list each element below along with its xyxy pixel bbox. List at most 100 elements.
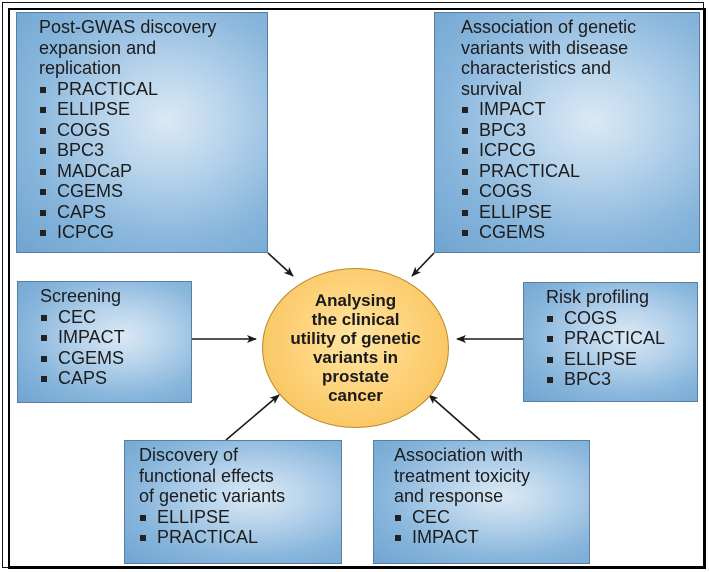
list-item: PRACTICAL: [461, 161, 689, 182]
item-label: PRACTICAL: [157, 527, 259, 547]
study-list: CEC IMPACT: [394, 507, 579, 548]
list-item: BPC3: [39, 140, 257, 161]
bullet-icon: [462, 107, 468, 113]
title-line: survival: [461, 78, 523, 99]
list-item: ELLIPSE: [461, 202, 689, 223]
center-line: utility of genetic: [290, 329, 421, 348]
title-line: Screening: [40, 286, 122, 306]
box-title: Association with treatment toxicity and …: [394, 445, 579, 507]
bullet-icon: [395, 535, 401, 541]
bullet-icon: [41, 314, 47, 321]
item-label: CEC: [412, 506, 451, 527]
list-item: PRACTICAL: [546, 328, 693, 349]
inner-frame: [8, 8, 706, 569]
list-item: IMPACT: [40, 327, 181, 348]
item-label: ELLIPSE: [57, 99, 131, 119]
title-line: variants with disease: [461, 37, 629, 58]
item-label: IMPACT: [58, 327, 125, 347]
item-label: CAPS: [57, 201, 107, 222]
center-label: Analysing the clinical utility of geneti…: [266, 291, 446, 405]
item-label: PRACTICAL: [564, 328, 666, 348]
item-label: ICPCG: [479, 140, 537, 160]
box-title: Association of genetic variants with dis…: [461, 17, 689, 99]
bullet-icon: [462, 230, 468, 236]
bullet-icon: [41, 376, 47, 382]
item-label: MADCaP: [57, 160, 133, 181]
bullet-icon: [140, 514, 146, 521]
bullet-icon: [40, 127, 46, 134]
bullet-icon: [40, 209, 46, 216]
item-label: CGEMS: [57, 181, 124, 201]
study-list: COGS PRACTICAL ELLIPSE BPC3: [546, 308, 693, 390]
bullet-icon: [41, 335, 47, 341]
list-item: CGEMS: [39, 181, 257, 202]
box-title: Risk profiling: [546, 287, 693, 308]
list-item: COGS: [39, 120, 257, 141]
item-label: CAPS: [58, 368, 108, 388]
center-line: the clinical: [311, 310, 400, 329]
item-label: CEC: [58, 306, 97, 327]
title-line: Association of genetic: [461, 17, 637, 37]
center-line: Analysing: [314, 291, 397, 310]
bullet-icon: [547, 336, 553, 342]
bullet-icon: [462, 209, 468, 216]
bullet-icon: [462, 168, 468, 175]
title-line: and response: [394, 486, 504, 506]
list-item: IMPACT: [394, 527, 579, 548]
list-item: CGEMS: [40, 348, 181, 369]
list-item: BPC3: [461, 120, 689, 141]
item-label: IMPACT: [479, 99, 546, 119]
center-ellipse: Analysing the clinical utility of geneti…: [262, 268, 449, 428]
item-label: ELLIPSE: [479, 201, 553, 222]
box-post-gwas-discovery: Post-GWAS discovery expansion and replic…: [16, 12, 268, 253]
bullet-icon: [462, 148, 468, 154]
bullet-icon: [395, 514, 401, 521]
box-screening: Screening CEC IMPACT CGEMS CAPS: [17, 281, 192, 403]
item-label: BPC3: [479, 119, 527, 140]
title-line: functional effects: [139, 465, 274, 486]
item-label: ICPCG: [57, 222, 115, 242]
title-line: characteristics and: [461, 58, 612, 78]
bullet-icon: [462, 127, 468, 134]
title-line: Association with: [394, 445, 524, 465]
box-association-disease-characteristics: Association of genetic variants with dis…: [434, 12, 700, 253]
list-item: MADCaP: [39, 161, 257, 182]
item-label: CGEMS: [479, 222, 546, 242]
box-functional-effects: Discovery of functional effects of genet…: [124, 440, 342, 564]
study-list: ELLIPSE PRACTICAL: [139, 507, 331, 548]
item-label: BPC3: [564, 369, 612, 389]
box-title: Post-GWAS discovery expansion and replic…: [39, 17, 257, 79]
list-item: ELLIPSE: [139, 507, 331, 528]
title-line: Discovery of: [139, 445, 239, 465]
bullet-icon: [140, 535, 146, 541]
item-label: BPC3: [57, 140, 105, 160]
list-item: CGEMS: [461, 222, 689, 243]
title-line: of genetic variants: [139, 486, 286, 506]
title-line: Post-GWAS discovery: [39, 17, 217, 37]
bullet-icon: [547, 356, 553, 363]
item-label: CGEMS: [58, 347, 125, 368]
bullet-icon: [40, 168, 46, 175]
bullet-icon: [40, 189, 46, 195]
study-list: PRACTICAL ELLIPSE COGS BPC3 MADCaP CGEMS…: [39, 79, 257, 243]
bullet-icon: [40, 107, 46, 113]
bullet-icon: [547, 315, 553, 322]
item-label: COGS: [479, 181, 533, 201]
list-item: IMPACT: [461, 99, 689, 120]
list-item: CEC: [394, 507, 579, 528]
title-line: replication: [39, 58, 122, 78]
bullet-icon: [40, 148, 46, 154]
bullet-icon: [40, 230, 46, 236]
box-risk-profiling: Risk profiling COGS PRACTICAL ELLIPSE BP…: [523, 282, 698, 402]
title-line: Risk profiling: [546, 287, 650, 307]
item-label: PRACTICAL: [57, 78, 159, 99]
study-list: CEC IMPACT CGEMS CAPS: [40, 307, 181, 389]
title-line: expansion and: [39, 37, 157, 58]
item-label: IMPACT: [412, 527, 479, 547]
center-line: cancer: [328, 386, 383, 405]
list-item: ICPCG: [461, 140, 689, 161]
list-item: CAPS: [40, 368, 181, 389]
list-item: PRACTICAL: [39, 79, 257, 100]
list-item: COGS: [546, 308, 693, 329]
center-line: prostate: [321, 367, 390, 386]
